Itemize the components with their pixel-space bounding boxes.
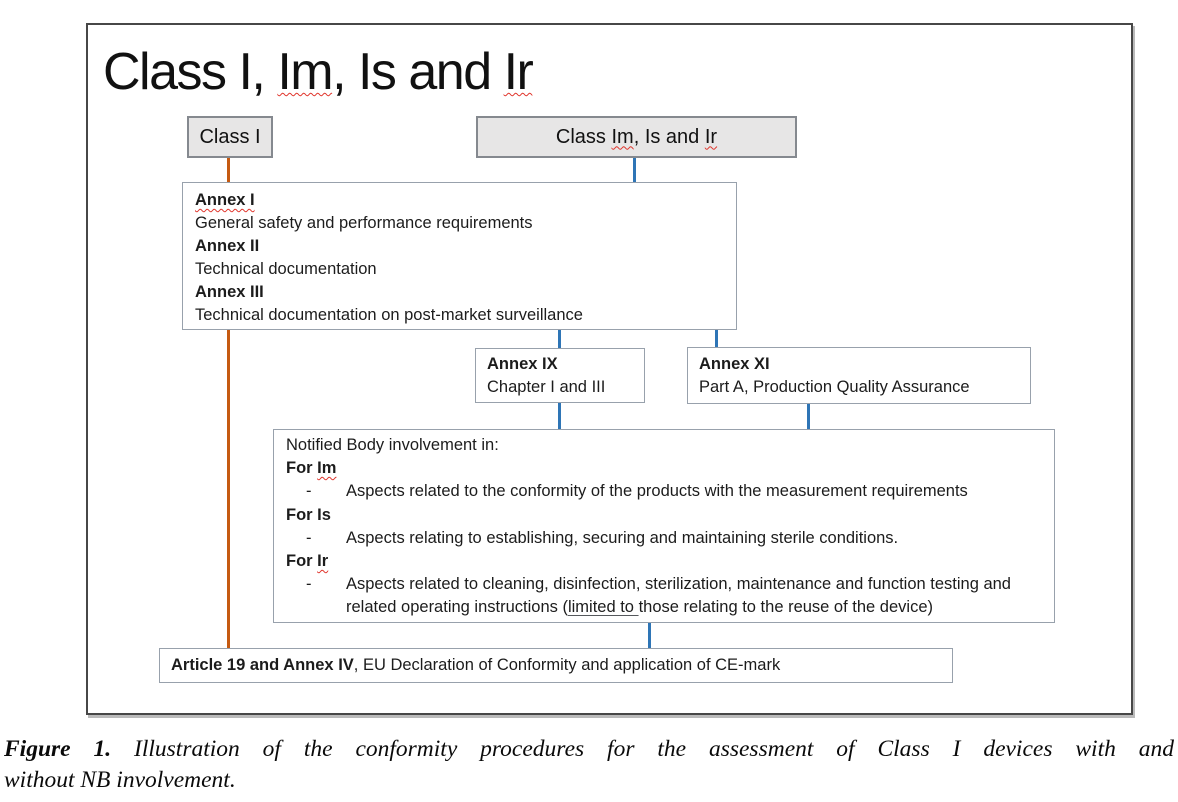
nb-im-bullet: -Aspects related to the conformity of th… bbox=[306, 482, 968, 501]
annex-i-description: General safety and performance requireme… bbox=[195, 214, 533, 232]
connector-annex-ix-to-nb bbox=[558, 402, 561, 430]
annex-ii-heading: Annex II bbox=[195, 237, 260, 255]
class1-header-box: Class I bbox=[187, 116, 273, 158]
notified-body-box: Notified Body involvement in: For Im -As… bbox=[273, 429, 1055, 623]
annex-xi-heading: Annex XI bbox=[699, 355, 770, 373]
connector-classim-to-annex bbox=[633, 155, 636, 184]
connector-class1-to-article bbox=[227, 155, 230, 650]
annex-ii-description: Technical documentation bbox=[195, 260, 377, 278]
annex-iii-description: Technical documentation on post-market s… bbox=[195, 306, 583, 324]
nb-for-ir-label: For Ir bbox=[286, 552, 329, 571]
annex-ix-box: Annex IX Chapter I and III bbox=[475, 348, 645, 403]
figure-caption-line2: without NB involvement. bbox=[4, 767, 236, 793]
annex-iii-heading: Annex III bbox=[195, 283, 264, 301]
class1-header-label: Class I bbox=[199, 125, 261, 148]
nb-for-is-label: For Is bbox=[286, 505, 331, 524]
annex-i-heading: Annex I bbox=[195, 191, 255, 209]
figure-caption-line1: Figure 1. Illustration of the conformity… bbox=[4, 736, 1174, 762]
nb-is-bullet: -Aspects relating to establishing, secur… bbox=[306, 528, 899, 547]
class-im-is-ir-header-label: Class Im, Is and Ir bbox=[555, 125, 718, 148]
connector-annex-to-annex-ix bbox=[558, 329, 561, 349]
connector-annex-xi-to-nb bbox=[807, 403, 810, 430]
connector-annex-to-annex-xi bbox=[715, 329, 718, 348]
annex-ix-description: Chapter I and III bbox=[487, 378, 606, 396]
article-19-box: Article 19 and Annex IV, EU Declaration … bbox=[159, 648, 953, 683]
figure-caption: Figure 1. Illustration of the conformity… bbox=[4, 734, 1174, 796]
slide-title: Class I, Im, Is and Ir bbox=[103, 43, 534, 101]
connector-nb-to-article bbox=[648, 622, 651, 649]
annex-xi-description: Part A, Production Quality Assurance bbox=[699, 378, 970, 396]
class-im-is-ir-header-box: Class Im, Is and Ir bbox=[476, 116, 797, 158]
nb-for-im-label: For Im bbox=[286, 459, 337, 478]
nb-ir-bullet: -Aspects related to cleaning, disinfecti… bbox=[306, 575, 1011, 617]
annex-i-ii-iii-box: Annex I General safety and performance r… bbox=[182, 182, 737, 330]
annex-xi-box: Annex XI Part A, Production Quality Assu… bbox=[687, 347, 1031, 404]
annex-ix-heading: Annex IX bbox=[487, 355, 558, 373]
article-19-text: Article 19 and Annex IV, EU Declaration … bbox=[171, 656, 781, 674]
nb-intro-line: Notified Body involvement in: bbox=[286, 436, 499, 454]
